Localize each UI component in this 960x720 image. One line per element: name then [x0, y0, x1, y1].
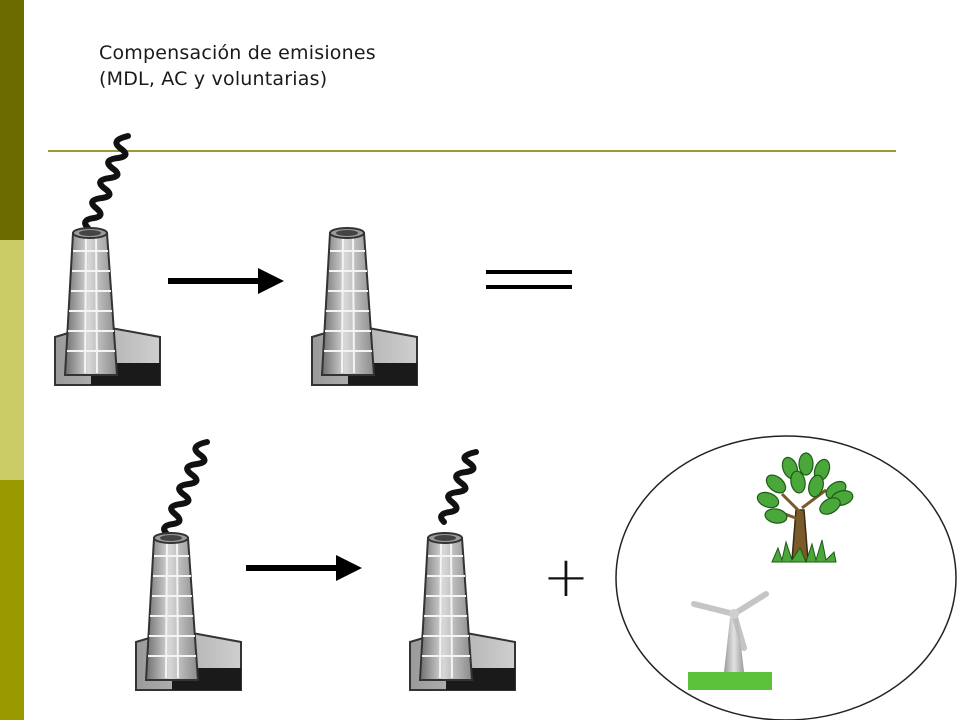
factory-chimney-icon: [135, 532, 242, 691]
sidebar-light-segment: [0, 240, 24, 480]
chimney-less-smoke-row2: [409, 452, 516, 691]
offset-circle: [615, 435, 957, 720]
equals-sign: [486, 270, 572, 289]
factory-chimney-icon: [311, 227, 418, 386]
slide-title: Compensación de emisiones (MDL, AC y vol…: [99, 40, 376, 92]
smoke-icon: [164, 442, 207, 534]
factory-chimney-icon: [54, 227, 161, 386]
arrow-row1: [168, 268, 284, 294]
chimney-with-smoke-row2: [135, 442, 242, 691]
smoke-icon: [85, 136, 128, 228]
title-line-1: Compensación de emisiones: [99, 42, 376, 64]
tree-icon: [756, 452, 854, 564]
sidebar-dark-segment: [0, 0, 24, 240]
wind-turbine-icon: [688, 591, 772, 690]
sidebar-mid-segment: [0, 480, 24, 720]
title-line-2: (MDL, AC y voluntarias): [99, 68, 328, 90]
smoke-icon: [441, 452, 476, 522]
header-divider: [48, 150, 896, 152]
factory-chimney-icon: [409, 532, 516, 691]
plus-sign: +: [542, 545, 590, 610]
arrow-row2: [246, 555, 362, 581]
chimney-with-smoke-row1: [54, 136, 161, 386]
chimney-no-smoke-row1: [311, 227, 418, 386]
